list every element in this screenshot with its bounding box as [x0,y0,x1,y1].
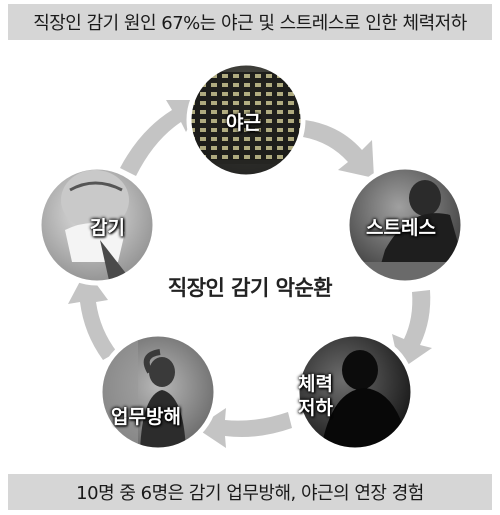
center-title: 직장인 감기 악순환 [167,276,333,300]
bottom-banner: 10명 중 6명은 감기 업무방해, 야근의 연장 경험 [8,474,492,510]
arrow-fatigue-to-work [196,408,292,448]
node-label-fatigue-line2: 저하 [298,397,333,419]
node-label-overtime: 야근 [226,112,261,134]
cycle-arrows [68,100,432,448]
node-work-interference [100,334,216,450]
node-label-work-interference: 업무방해 [111,406,181,428]
arrow-cold-to-overtime [120,100,203,176]
node-label-fatigue: 체력 저하 [298,372,333,420]
node-stress-frame [344,164,466,286]
node-fatigue-frame [294,331,416,453]
arrow-stress-to-fatigue [392,290,432,370]
node-work-frame [97,331,219,453]
node-overtime-frame [186,60,306,180]
top-banner-text: 직장인 감기 원인 67%는 야근 및 스트레스로 인한 체력저하 [33,13,467,34]
node-cold [39,167,155,283]
arrow-overtime-to-stress [303,120,374,178]
node-label-cold: 감기 [90,217,125,239]
node-cold-frame [36,164,158,286]
bottom-banner-text: 10명 중 6명은 감기 업무방해, 야근의 연장 경험 [76,483,424,504]
arrow-work-to-cold [68,270,117,360]
node-stress [347,167,463,283]
node-label-stress: 스트레스 [366,217,436,239]
node-label-fatigue-line1: 체력 [298,373,333,395]
top-banner: 직장인 감기 원인 67%는 야근 및 스트레스로 인한 체력저하 [8,4,492,40]
